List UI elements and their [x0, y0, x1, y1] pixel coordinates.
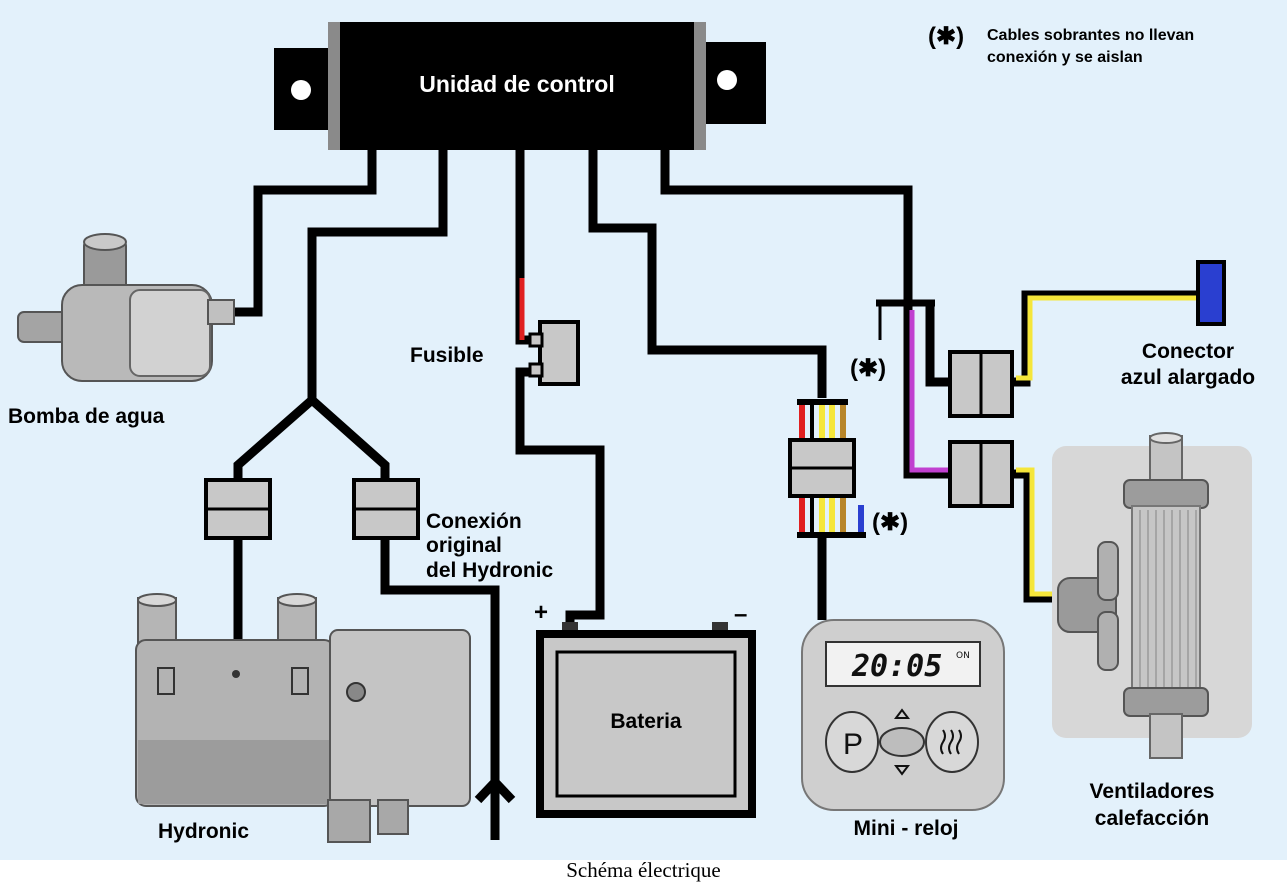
fans-blade-top	[1097, 541, 1119, 601]
fans-cap-bottom	[1123, 687, 1209, 717]
wires	[232, 148, 1200, 840]
blue-connector-label-2: azul alargado	[1121, 366, 1255, 389]
hydronic-slot-2	[291, 667, 309, 695]
clock-on: ON	[956, 651, 970, 661]
wire-purple	[909, 310, 948, 473]
pump-motor	[129, 289, 211, 377]
wire-split-left	[233, 396, 315, 480]
diagram-caption: Schéma électrique	[566, 858, 721, 882]
wire-split-right	[309, 396, 390, 480]
heater-fans: Ventiladores calefacción	[1052, 432, 1252, 830]
blue-connector-body	[1196, 260, 1226, 326]
hydronic-pipe-left-top	[137, 593, 177, 607]
wire-pump	[232, 148, 377, 317]
spare-mark-clock: (✱)	[872, 509, 908, 536]
clock-button-p-label: P	[843, 728, 863, 761]
water-pump: Bomba de agua	[8, 233, 235, 428]
fuse-pin-top	[528, 332, 544, 348]
control-unit-hole-left	[291, 80, 311, 100]
note: (✱) Cables sobrantes no llevan conexión …	[928, 23, 1194, 66]
hydronic-knob	[346, 682, 366, 702]
fuse-label: Fusible	[410, 344, 484, 367]
note-symbol: (✱)	[928, 23, 964, 50]
note-line-1: Cables sobrantes no llevan	[987, 27, 1194, 44]
fuse-body	[538, 320, 580, 386]
battery-inner	[555, 650, 737, 798]
fans-fins	[1139, 510, 1197, 688]
clock-label: Mini - reloj	[854, 817, 959, 840]
fans-pipe-bottom	[1149, 713, 1183, 759]
wire-yellow-fan	[1016, 467, 1058, 597]
wire-fuse-bottom	[515, 367, 605, 625]
hydronic-foot-1	[327, 799, 371, 843]
hydronic-side	[329, 629, 471, 807]
spare-mark-right: (✱)	[850, 355, 886, 382]
wire-yellow-top	[1016, 295, 1198, 381]
clock-heat-icon	[940, 729, 962, 755]
mini-clock: 20:05 ON P	[801, 619, 1005, 811]
fuse: Fusible	[410, 320, 580, 386]
clock-down-icon	[894, 765, 910, 776]
hydronic-label: Hydronic	[158, 820, 249, 843]
connection-label-3: del Hydronic	[426, 559, 554, 582]
blue-connector-label-1: Conector	[1142, 340, 1234, 363]
original-connection-arrow	[474, 775, 516, 804]
wire-to-fans	[903, 303, 950, 479]
control-unit-endcap-left	[328, 22, 340, 150]
clock-button-p	[825, 711, 879, 773]
hydronic-slot-1	[157, 667, 175, 695]
control-unit-endcap-right	[694, 22, 706, 150]
hydronic-pipe-right-top	[277, 593, 317, 607]
hydronic-connectors: Conexión original del Hydronic	[204, 478, 554, 582]
wire-right-main	[660, 148, 913, 303]
hydronic-heater: Hydronic	[135, 593, 471, 843]
blue-connector: Conector azul alargado	[1121, 260, 1255, 389]
note-line-2: conexión y se aislan	[987, 49, 1143, 66]
colored-wires	[519, 278, 1198, 597]
control-unit: Unidad de control	[274, 22, 766, 150]
wire-to-blue-connector	[925, 303, 950, 387]
clock-up-icon	[894, 708, 910, 719]
control-unit-body	[328, 22, 706, 150]
connection-label-1: Conexión	[426, 510, 522, 533]
pump-outlet-top	[83, 233, 127, 251]
hydronic-dot	[232, 670, 240, 678]
right-connectors: (✱)	[850, 350, 1014, 508]
battery: + – Bateria	[534, 599, 756, 818]
fans-label-1: Ventiladores	[1090, 780, 1215, 803]
clock-display	[825, 641, 981, 687]
control-unit-hole-right	[717, 70, 737, 90]
fans-core	[1131, 505, 1201, 691]
pump-label: Bomba de agua	[8, 405, 165, 428]
fuse-pin-bottom	[528, 362, 544, 378]
hydronic-body-shade	[138, 740, 332, 804]
clock-connector: (✱)	[788, 399, 908, 538]
control-unit-label: Unidad de control	[419, 71, 615, 97]
wire-clock	[588, 148, 827, 398]
battery-label: Bateria	[610, 710, 682, 733]
fans-cap-top	[1123, 479, 1209, 509]
wiring-diagram: Unidad de control (✱) Cables sobrantes n…	[0, 0, 1287, 860]
pump-nozzle	[207, 299, 235, 325]
wire-fan-black	[1012, 469, 1060, 603]
fans-blade-bottom	[1097, 611, 1119, 671]
wire-blue-connector-black	[1012, 290, 1200, 387]
clock-time: 20:05	[851, 649, 942, 684]
fans-label-2: calefacción	[1095, 807, 1209, 830]
hydronic-foot-2	[377, 799, 409, 835]
wire-original-connection	[380, 538, 500, 840]
battery-plus: +	[534, 599, 548, 626]
clock-button-center	[879, 727, 925, 757]
connection-label-2: original	[426, 534, 502, 557]
fans-pipe-top-cap	[1149, 432, 1183, 444]
wire-hydronic-main	[307, 148, 448, 400]
battery-minus: –	[734, 601, 747, 628]
